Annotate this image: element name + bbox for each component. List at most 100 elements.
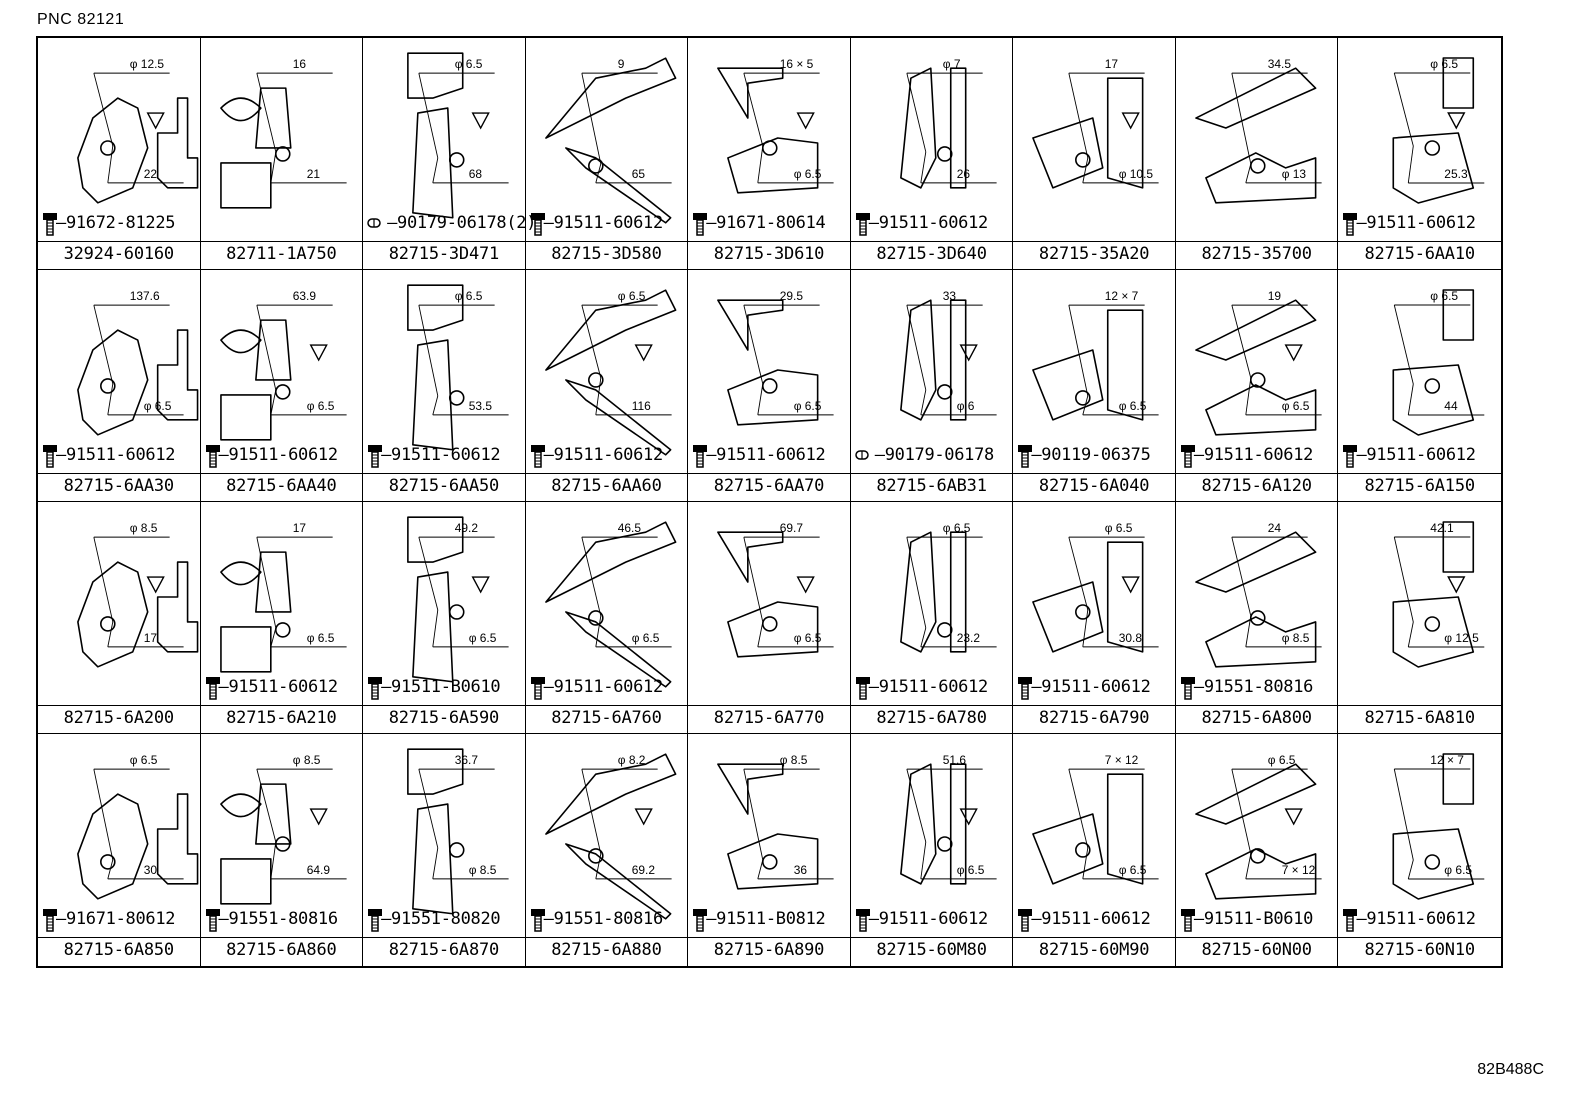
bracket-outline xyxy=(254,319,292,381)
fastener-leader: — xyxy=(1031,677,1042,697)
part-drawing: φ 8.517 xyxy=(77,521,199,668)
dimension-label: φ 6.5 xyxy=(617,289,645,303)
fastener-leader: — xyxy=(1031,909,1042,929)
fastener: —91511-60612 xyxy=(1017,906,1151,932)
triangle-tab-icon xyxy=(146,576,165,594)
dimension-label: φ 6.5 xyxy=(794,631,822,645)
fastener-leader: — xyxy=(706,445,717,465)
bracket-outline xyxy=(254,551,292,613)
fastener: —90179-06178(2) xyxy=(367,210,536,236)
cell-divider xyxy=(688,241,850,242)
fastener: —91671-80612 xyxy=(42,906,176,932)
fastener: —90119-06375 xyxy=(1017,442,1151,468)
bracket-outline xyxy=(219,793,262,818)
cell-divider xyxy=(850,241,1013,242)
dimension-label: 68 xyxy=(469,167,483,181)
leader-line xyxy=(743,769,764,861)
dimension-label: φ 8.5 xyxy=(1282,631,1310,645)
fastener-part-number: 91671-80614 xyxy=(716,213,826,233)
bracket-outline xyxy=(1107,77,1144,189)
leader-line xyxy=(757,383,764,415)
part-number: 82715-6AB31 xyxy=(876,476,987,496)
mounting-hole-icon xyxy=(1249,372,1266,388)
part-number: 82715-60M90 xyxy=(1038,940,1150,960)
bracket-outline xyxy=(949,67,967,189)
bracket-outline xyxy=(1195,299,1317,361)
triangle-tab-icon xyxy=(796,112,816,130)
fastener-leader: — xyxy=(1356,909,1367,929)
dimension-label: 116 xyxy=(631,399,650,413)
leader-line xyxy=(1068,73,1089,159)
cell-divider xyxy=(688,473,850,474)
part-drawing: φ 6.530.8 xyxy=(1032,521,1159,653)
cell-divider xyxy=(1338,937,1501,938)
fastener-part-number: 91511-60612 xyxy=(553,677,664,697)
mounting-hole-icon xyxy=(1424,140,1441,156)
fastener-part-number: 91511-60612 xyxy=(1203,445,1314,465)
part-number: 82715-6A870 xyxy=(388,940,500,960)
dimension-label: 69.7 xyxy=(780,521,804,535)
dimension-label: 21 xyxy=(306,167,320,181)
dimension-label: 51.6 xyxy=(943,753,967,767)
bracket-outline xyxy=(1392,364,1475,436)
fastener: —91511-60612 xyxy=(855,906,988,932)
leader-line xyxy=(595,377,601,415)
triangle-tab-icon xyxy=(634,808,653,826)
bracket-outline xyxy=(717,763,784,815)
part-drawing: φ 6.525.3 xyxy=(1392,57,1485,204)
bolt-icon xyxy=(855,213,870,236)
cell-divider xyxy=(38,473,200,474)
mounting-hole-icon xyxy=(449,390,465,406)
bracket-outline xyxy=(407,284,464,331)
fastener: —91551-80820 xyxy=(367,906,501,932)
dimension-label: 25.3 xyxy=(1445,167,1469,181)
leader-line xyxy=(1408,145,1415,184)
part-drawing: 12 × 7φ 6.5 xyxy=(1032,289,1159,421)
fastener: —91551-80816 xyxy=(530,906,663,932)
dimension-label: 36.7 xyxy=(455,753,479,767)
leader-line xyxy=(757,621,764,647)
bolt-icon xyxy=(1018,677,1033,700)
part-drawing: φ 8.564.9 xyxy=(219,753,347,905)
fastener-part-number: 91511-60612 xyxy=(1366,909,1476,929)
fastener-leader: — xyxy=(706,213,717,233)
part-drawing: 51.6φ 6.5 xyxy=(899,753,997,885)
leader-line xyxy=(1394,304,1415,385)
dimension-label: φ 7 xyxy=(943,57,961,71)
dimension-label: φ 6.5 xyxy=(1268,753,1296,767)
leader-line xyxy=(743,537,764,623)
bracket-outline xyxy=(219,394,272,441)
dimension-label: 12 × 7 xyxy=(1431,753,1465,767)
fastener-leader: — xyxy=(543,677,554,697)
part-number: 82715-6A810 xyxy=(1364,708,1476,728)
part-number: 82715-6A150 xyxy=(1364,476,1476,496)
part-number: 82715-6A790 xyxy=(1038,708,1150,728)
bracket-outline xyxy=(949,299,967,421)
bolt-icon xyxy=(1343,909,1358,932)
mounting-hole-icon xyxy=(1249,158,1266,174)
leader-line xyxy=(1082,847,1089,879)
dimension-label: 63.9 xyxy=(292,289,316,303)
mounting-hole-icon xyxy=(936,384,953,400)
dimension-label: φ 8.5 xyxy=(130,521,158,535)
bracket-outline xyxy=(727,833,819,890)
dimension-label: φ 6.5 xyxy=(943,521,971,535)
leader-line xyxy=(1408,859,1415,880)
bracket-outline xyxy=(564,843,672,920)
dimension-label: φ 6.5 xyxy=(794,399,822,413)
cell-divider xyxy=(363,937,525,938)
bracket-outline xyxy=(717,531,784,583)
bracket-outline xyxy=(1442,57,1475,109)
fastener-leader: — xyxy=(218,909,229,929)
leader-line xyxy=(595,615,601,647)
fastener: —91511-60612 xyxy=(530,210,663,236)
dimension-label: 7 × 12 xyxy=(1282,863,1316,877)
mounting-hole-icon xyxy=(936,836,953,852)
part-drawing: 17φ 6.5 xyxy=(219,521,347,673)
